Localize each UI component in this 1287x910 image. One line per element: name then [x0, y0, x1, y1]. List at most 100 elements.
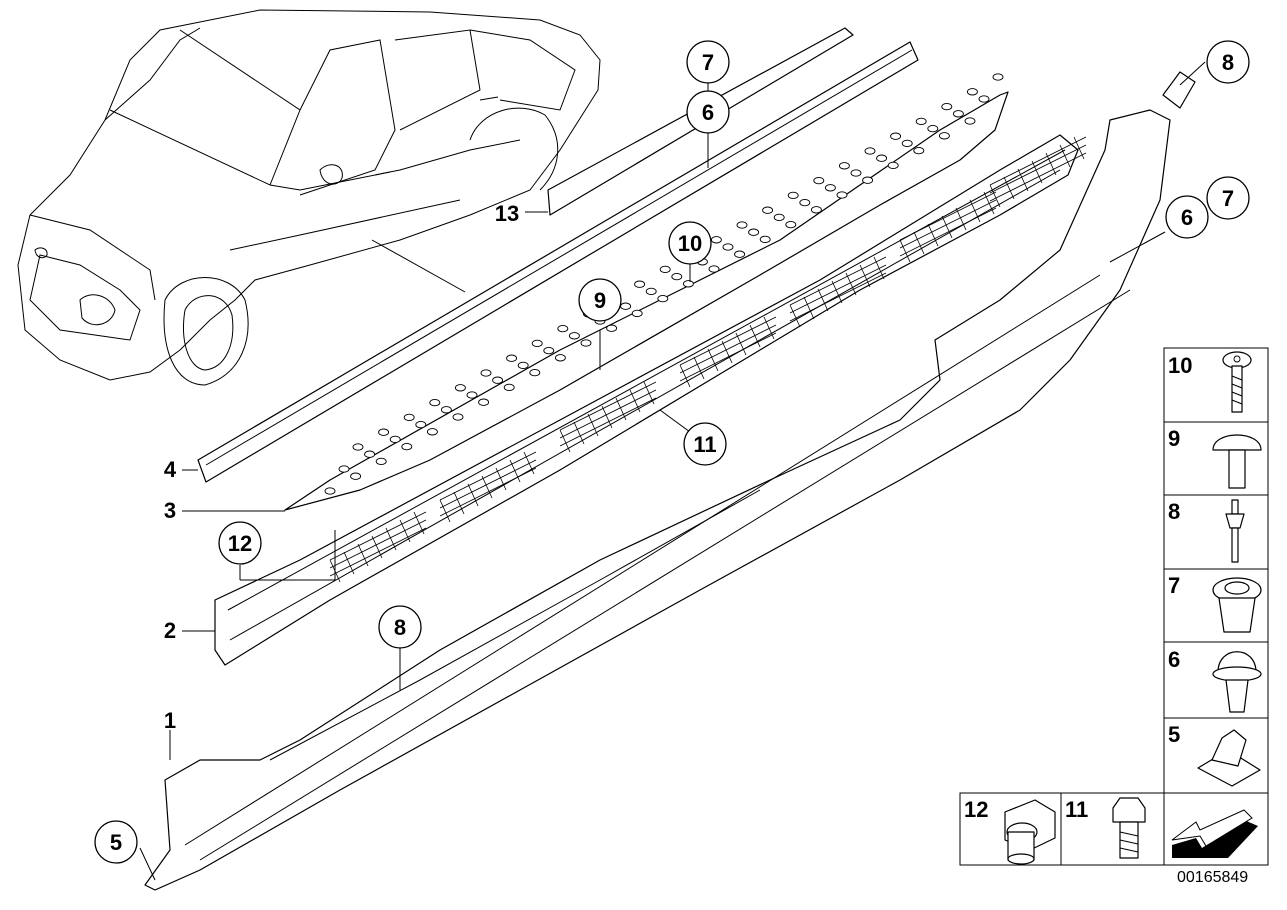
cover-hole — [927, 124, 939, 133]
callout-5: 5 — [94, 820, 138, 864]
cover-hole — [364, 450, 376, 458]
cover-hole — [606, 324, 618, 332]
callout-8-top: 8 — [1206, 40, 1250, 84]
nut-icon — [1004, 799, 1056, 865]
cover-hole — [426, 428, 438, 436]
cover-hole — [350, 472, 362, 480]
cover-hole — [964, 117, 976, 125]
cover-hole — [748, 228, 760, 236]
cover-hole — [838, 162, 850, 170]
cover-hole — [631, 309, 643, 318]
label-1: 1 — [164, 708, 176, 733]
label-13: 13 — [495, 201, 519, 226]
cover-hole — [503, 383, 515, 392]
label-3: 3 — [164, 498, 176, 523]
svg-text:1: 1 — [164, 708, 176, 733]
cover-hole — [938, 132, 950, 140]
cover-hole — [634, 280, 646, 288]
cover-hole — [378, 428, 390, 436]
grommet-icon — [1212, 577, 1262, 633]
svg-text:8: 8 — [1222, 50, 1234, 75]
cover-hole — [529, 368, 541, 377]
cover-hole — [736, 221, 748, 229]
legend-label-5: 5 — [1168, 722, 1180, 747]
cover-hole — [375, 457, 387, 466]
cover-hole — [338, 465, 350, 473]
part-4-rail — [182, 41, 919, 483]
svg-text:3: 3 — [164, 498, 176, 523]
svg-text:7: 7 — [702, 50, 714, 75]
carrier-grid-block — [989, 136, 1087, 208]
label-4: 4 — [164, 457, 177, 482]
retaining-clip-icon — [1197, 729, 1261, 787]
cover-hole — [517, 361, 529, 370]
carrier-grid-block — [899, 191, 997, 263]
svg-text:11: 11 — [693, 432, 716, 457]
part-1-side-sill — [139, 61, 1206, 891]
cover-hole — [682, 280, 694, 288]
carrier-grid-block — [679, 316, 777, 388]
clip-icon — [1212, 434, 1262, 489]
expanding-rivet-icon — [1212, 651, 1262, 713]
cover-hole — [671, 272, 683, 281]
legend-label-6: 6 — [1168, 647, 1180, 672]
cover-hole — [787, 191, 799, 200]
cover-hole — [734, 250, 746, 258]
cover-hole — [324, 487, 336, 495]
callout-7-top: 7 — [686, 40, 730, 84]
legend-label-12: 12 — [964, 797, 988, 822]
cover-hole — [762, 206, 774, 214]
callout-8-bottom: 8 — [378, 605, 422, 649]
car-outline-illustration — [17, 9, 601, 386]
cover-hole — [478, 398, 490, 406]
legend-label-9: 9 — [1168, 426, 1180, 451]
legend-label-10: 10 — [1168, 353, 1192, 378]
cover-hole — [492, 376, 504, 384]
cover-hole — [645, 287, 657, 296]
cover-hole — [710, 236, 722, 244]
cover-hole — [887, 161, 899, 170]
callout-6-right: 6 — [1165, 195, 1209, 239]
part-2-step-carrier — [182, 134, 1087, 666]
svg-text:12: 12 — [228, 531, 252, 556]
svg-text:7: 7 — [1222, 186, 1234, 211]
cover-hole — [890, 132, 902, 140]
cover-hole — [913, 146, 925, 155]
cover-hole — [850, 169, 862, 177]
cover-hole — [824, 184, 836, 192]
cover-hole — [480, 369, 492, 377]
legend-label-8: 8 — [1168, 499, 1180, 524]
cover-hole — [554, 354, 566, 362]
cover-hole — [862, 176, 874, 184]
reference-number: 00165849 — [1177, 869, 1249, 886]
svg-text:13: 13 — [495, 201, 519, 226]
svg-text:6: 6 — [702, 100, 714, 125]
cover-hole — [966, 88, 978, 96]
cover-hole — [580, 339, 592, 347]
cover-hole — [403, 413, 415, 422]
fastener-legend: 10 9 8 7 6 5 12 11 — [959, 347, 1269, 866]
cover-hole — [799, 198, 811, 207]
arrow-icon — [1171, 809, 1258, 858]
cover-hole — [557, 324, 569, 333]
rivet-icon — [1225, 499, 1245, 563]
cover-hole — [836, 191, 848, 199]
cover-hole — [454, 384, 466, 392]
cover-hole — [466, 391, 478, 399]
carrier-grid-block — [559, 381, 657, 453]
label-2: 2 — [164, 618, 176, 643]
cover-hole — [415, 420, 427, 429]
svg-text:8: 8 — [394, 615, 406, 640]
cover-hole — [440, 406, 452, 414]
bolt-icon — [1112, 797, 1146, 859]
svg-text:9: 9 — [594, 288, 606, 313]
callout-10: 10 — [668, 221, 712, 265]
cover-hole — [657, 294, 669, 303]
svg-text:6: 6 — [1181, 205, 1193, 230]
callout-11: 11 — [683, 422, 727, 466]
cover-hole — [901, 139, 913, 148]
cover-hole — [568, 332, 580, 340]
screw-icon — [1222, 351, 1252, 413]
legend-label-11: 11 — [1065, 797, 1088, 822]
